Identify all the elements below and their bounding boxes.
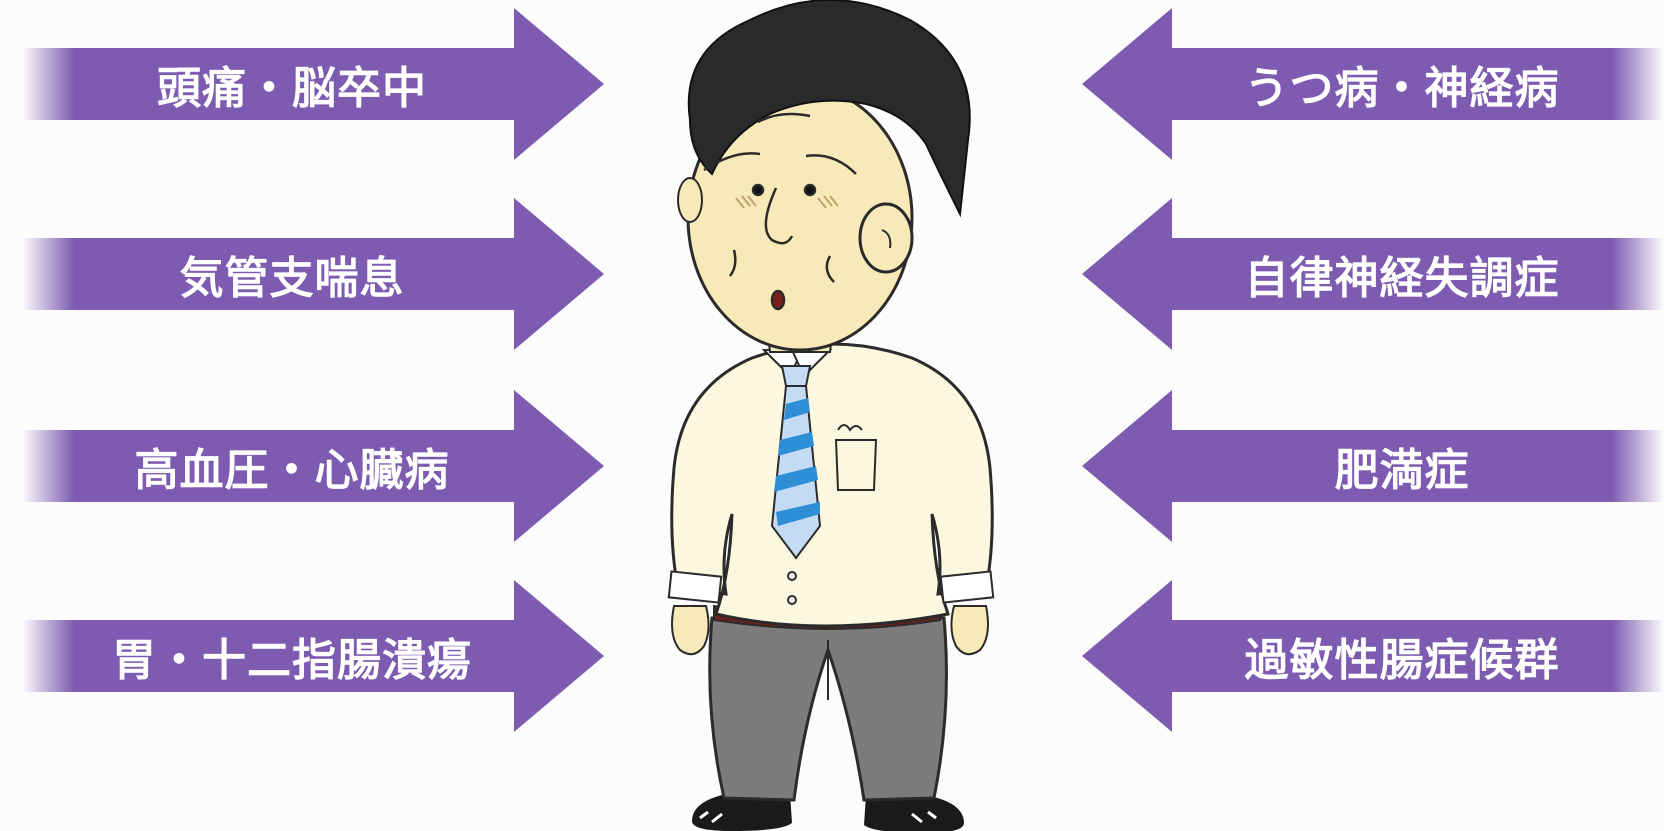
businessman-illustration [667,0,995,831]
condition-label: 気管支喘息 [179,253,405,304]
condition-arrow-left-4: 胃・十二指腸潰瘍 [22,580,604,732]
condition-label: 胃・十二指腸潰瘍 [112,635,472,686]
condition-label: 過敏性腸症候群 [1244,635,1560,686]
condition-arrow-left-2: 気管支喘息 [22,198,604,350]
pants [708,616,948,802]
shoes [692,793,964,831]
condition-label: 肥満症 [1334,445,1470,496]
condition-arrow-right-1: うつ病・神経病 [1082,8,1664,160]
shirt [667,342,995,628]
tie [770,365,822,560]
condition-arrow-left-1: 頭痛・脳卒中 [22,8,604,160]
condition-arrow-left-3: 高血圧・心臓病 [22,390,604,542]
condition-arrow-right-2: 自律神経失調症 [1082,198,1664,350]
condition-label: 自律神経失調症 [1244,253,1560,304]
condition-arrow-right-4: 過敏性腸症候群 [1082,580,1664,732]
hands [671,605,989,656]
condition-label: 高血圧・心臓病 [134,445,450,496]
condition-label: うつ病・神経病 [1244,63,1560,114]
hair [687,0,971,218]
condition-label: 頭痛・脳卒中 [157,63,427,114]
face [703,97,857,311]
condition-arrow-right-3: 肥満症 [1082,390,1664,542]
